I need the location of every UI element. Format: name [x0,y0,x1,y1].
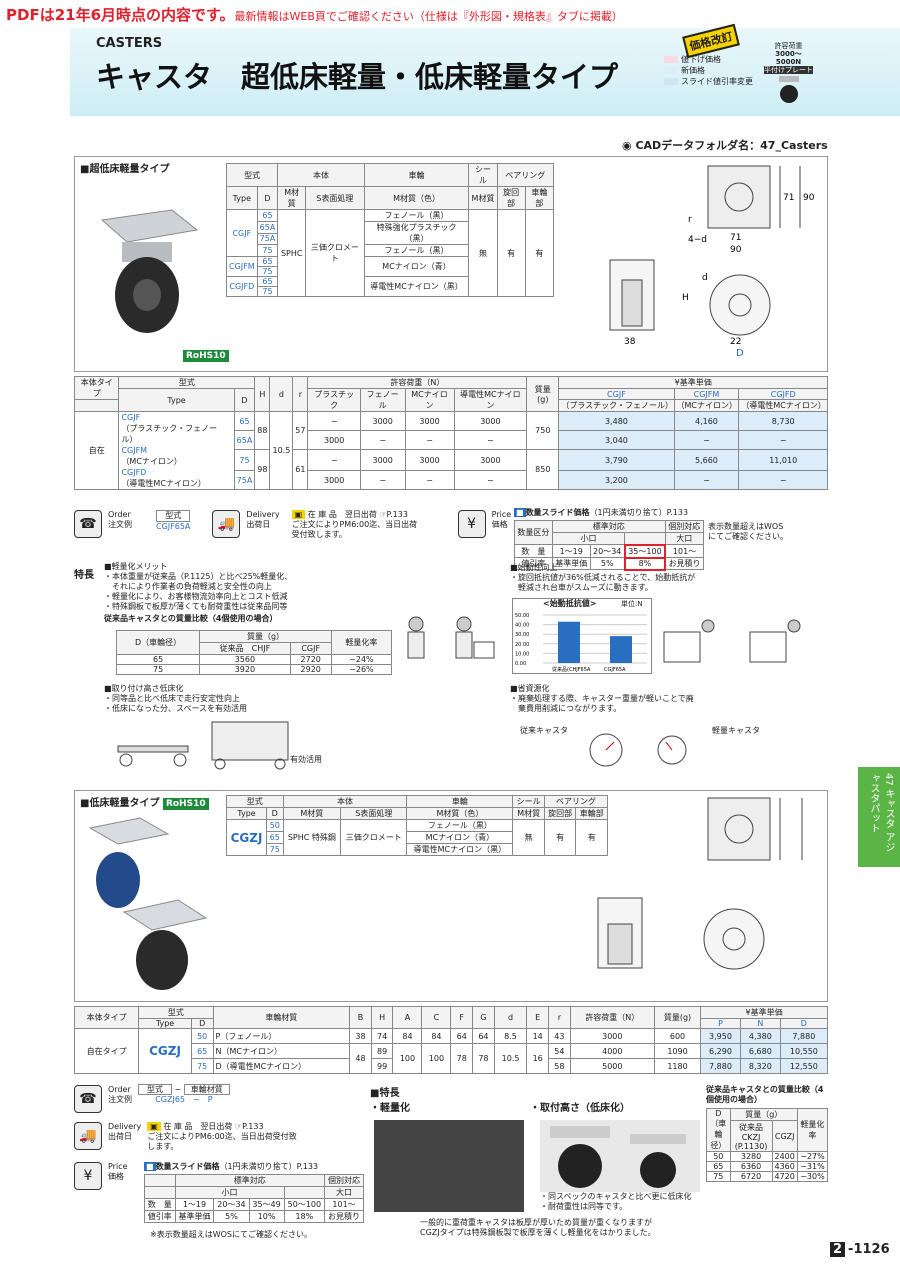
bar [558,621,580,663]
height-feature: ■取り付け高さ低床化 ・同等品と比べ低床で走行安定性向上 ・低床になった分、スペ… [104,684,248,713]
chart-title: <始動抵抗値> [543,599,597,608]
worker-illustration [407,616,495,659]
save-feature: ■省資源化 ・廃棄処理する際、キャスター重量が軽いことで廃 棄費用削減につながり… [510,684,694,713]
features2-title: ■特長 [370,1088,400,1099]
dim-38: 38 [624,337,636,347]
legend-item: スライド値引率変更 [664,76,753,87]
page-number: 2-1126 [830,1242,893,1257]
dim-71b: 71 [730,233,741,243]
slide-note-1: 表示数量超えはWOSにてご確認ください。 [708,522,788,541]
compare2-title: 従来品キャスタとの質量比較（4個使用の場合） [706,1085,824,1104]
dimension-drawing-2 [597,797,803,970]
space-label: 有効活用 [290,755,322,764]
y-tick-label: 40.00 [515,623,529,629]
x-tick-label: 従来品(CHJF65A [552,666,591,673]
compare-table-2: D（車輪径）質量（g）軽量化率 従来品 CKZJ (P.1130)CGZJ 50… [706,1107,829,1182]
price-legend: 値下げ価格 新価格 スライド値引率変更 [664,54,753,87]
y-tick-label: 0.00 [515,661,526,667]
photo-light [374,1120,524,1212]
dim-r: r [688,215,692,225]
dim-4d: 4−d [688,235,707,245]
truck-icon: 🚚 [212,510,241,538]
legend-item: 値下げ価格 [664,54,753,65]
section2-panel [74,790,828,1002]
y-tick-label: 30.00 [515,632,529,638]
page-title: キャスタ 超低床軽量・低床軽量タイプ [96,60,619,94]
start-resistance-chart: <始動抵抗値> 単位:N 0.00 10.00 20.00 30.00 40.00 50.… [512,598,652,674]
rohs-badge: RoHS10 [183,350,229,362]
truck-icon: 🚚 [74,1122,102,1150]
dim-71: 71 [783,193,794,203]
side-tab-casters[interactable]: 47 キャスタ アジャスタパット [858,767,900,867]
y-tick-label: 20.00 [515,642,529,648]
phone-icon: ☎ [74,510,102,538]
chart-unit: 単位:N [621,600,643,608]
bar [610,636,632,663]
slide-price-1-title: ■数量スライド価格（1円未満切り捨て）P.133 [514,508,689,517]
section2-title: ■低床軽量タイプ RoHS10 [80,794,209,810]
start-feature: ■始動性向上 ・旋回抵抗値が36%低減されることで、始動抵抗が 軽減され台車がス… [510,563,696,592]
slide-note-2: ※表示数量超えはWOSにてご確認ください。 [150,1230,312,1239]
page-header: CASTERS キャスタ 超低床軽量・低床軽量タイプ 価格改訂 値下げ価格 新価… [70,23,900,116]
photo-height [540,1120,700,1192]
y-tick-label: 10.00 [515,651,529,657]
old-caster-label: 従来キャスタ [520,726,568,735]
phone-icon: ☎ [74,1085,102,1113]
dim-D: D [736,348,744,359]
yen-icon: ¥ [74,1162,102,1190]
yen-icon: ¥ [457,510,486,538]
new-caster-label: 軽量キャスタ [712,726,760,735]
light-merit: ■軽量化メリット ・本体重量が従来品（P.1125）と比べ25%軽量化、 それに… [104,562,293,623]
chart-plot: 0.00 10.00 20.00 30.00 40.00 50.00 従来品(CHJF65A… [515,613,647,673]
notice: PDFは21年6月時点の内容です。最新情報はWEB頁でご確認ください（仕様は『外… [6,6,623,24]
section1-panel [74,156,828,372]
category-label: CASTERS [96,36,163,51]
dim-d: d [702,273,708,283]
section1-title: ■超低床軽量タイプ [80,164,170,175]
dim-90: 90 [803,193,815,203]
height-caption: ・同スペックのキャスタと比べ更に低床化・耐荷重性は同等です。 [540,1192,692,1211]
height-comparison-drawing [117,721,289,770]
legend-item: 新価格 [664,65,753,76]
caster-compare-icon [550,1126,686,1188]
cad-folder: ◉ CADデータフォルダ名：47_Casters [622,139,828,152]
cart-illustration [663,619,801,663]
caster-icon [778,76,799,103]
dim-90b: 90 [730,245,742,255]
features-title: 特長 [74,570,94,581]
slide-price-2-title: ■数量スライド価格（1円未満切り捨て）P.133 [144,1162,319,1171]
y-tick-label: 50.00 [515,613,529,619]
caster-photo [100,209,199,333]
height-label: ・取付高さ（低床化） [530,1103,630,1114]
scale-illustration [589,733,687,767]
caster-photo-2 [88,817,208,990]
dim-H: H [682,293,689,303]
light-label: ・軽量化 [370,1103,410,1114]
dimension-drawing-1: 71 90 4−d 71 90 38 22 D H r d [609,165,815,359]
x-tick-label: CGJF65A [604,667,626,673]
dim-22: 22 [730,337,741,347]
